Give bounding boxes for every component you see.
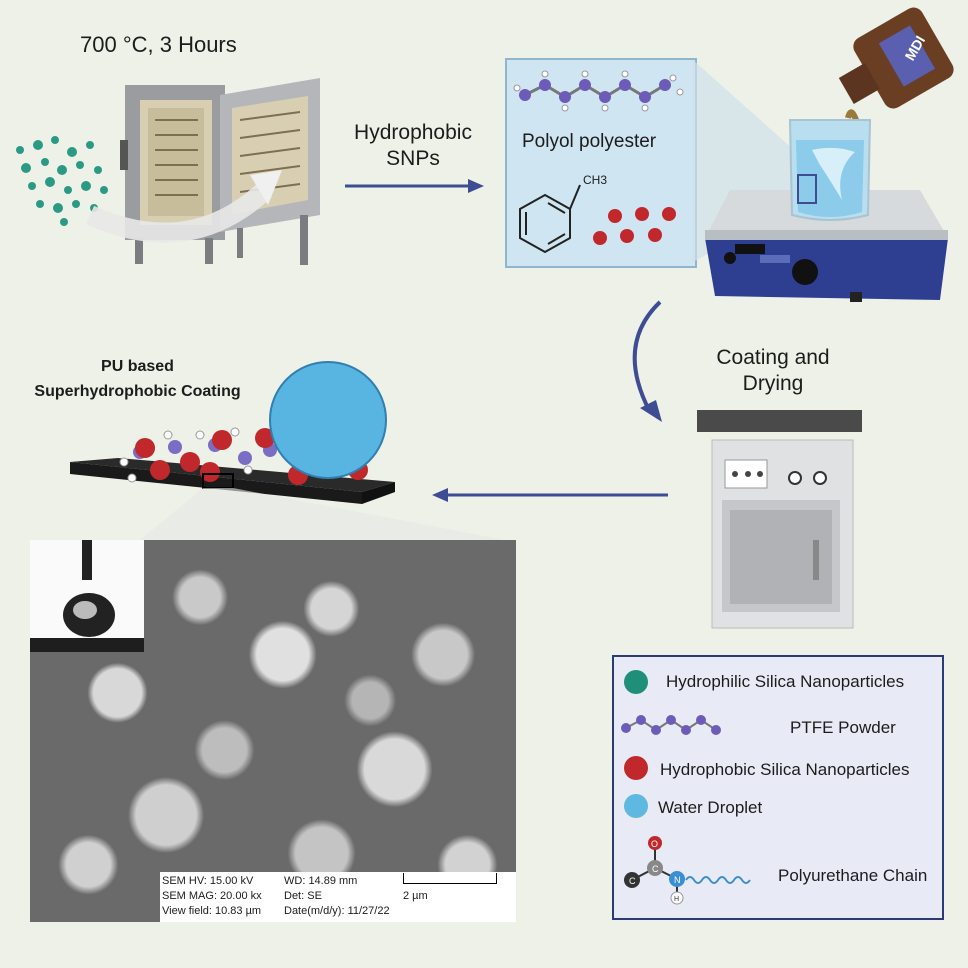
legend-atom-o: O (651, 839, 658, 849)
sem-hv: SEM HV: 15.00 kV (162, 875, 254, 887)
drying-oven-icon (697, 410, 862, 629)
furnace-icon (85, 78, 320, 265)
hydrophilic-particles (16, 136, 108, 226)
hydrophobic-snps-line2: SNPs (386, 147, 440, 170)
coating-drying-line2: Drying (742, 372, 804, 395)
mdi-bottle-icon (838, 7, 954, 206)
legend-hydrophilic-label: Hydrophilic Silica Nanoparticles (666, 672, 905, 691)
legend-ptfe-label: PTFE Powder (790, 718, 896, 737)
legend-atom-c2: C (652, 864, 659, 874)
sem-det: Det: SE (284, 890, 322, 902)
hot-plate-stirrer-icon (705, 119, 948, 302)
pu-coated-substrate-icon (70, 361, 505, 540)
sem-date: Date(m/d/y): 11/27/22 (284, 905, 390, 917)
legend-atom-h: H (674, 896, 679, 903)
arrow-to-drying (632, 300, 662, 422)
coating-drying-label: Coating and Drying (693, 345, 853, 397)
toluene-structure-icon (519, 184, 581, 254)
pu-coating-line2: Superhydrophobic Coating (34, 383, 241, 400)
sem-scale-label: 2 µm (403, 890, 428, 902)
coating-drying-line1: Coating and (716, 346, 830, 369)
legend-atom-c1: C (629, 876, 636, 886)
legend-hydrophobic-label: Hydrophobic Silica Nanoparticles (660, 760, 910, 779)
arrow-to-mixing (345, 179, 484, 193)
pu-coating-line1: PU based (101, 358, 174, 375)
legend-panel (612, 655, 944, 920)
polyol-polyester-label: Polyol polyester (522, 131, 657, 152)
legend-pu-chain-label: Polyurethane Chain (778, 866, 928, 885)
sem-info-bar: SEM HV: 15.00 kV SEM MAG: 20.00 kx View … (160, 872, 516, 922)
hydrophobic-particles-box (593, 207, 676, 245)
hydrophobic-snps-line1: Hydrophobic (354, 121, 472, 144)
ptfe-chain-icon (513, 70, 684, 112)
hydrophobic-snps-label: Hydrophobic SNPs (338, 120, 488, 172)
sem-view-field: View field: 10.83 µm (162, 905, 262, 917)
ch3-label: CH3 (583, 173, 608, 187)
sem-wd: WD: 14.89 mm (284, 875, 358, 887)
furnace-condition-label: 700 °C, 3 Hours (80, 32, 237, 57)
arrow-to-coating (432, 488, 668, 502)
pu-coating-label: PU based Superhydrophobic Coating (5, 354, 270, 404)
legend-atom-n: N (674, 875, 681, 885)
sem-scale-bar (403, 873, 497, 884)
legend-water-label: Water Droplet (658, 798, 763, 817)
sem-mag: SEM MAG: 20.00 kx (162, 890, 262, 902)
